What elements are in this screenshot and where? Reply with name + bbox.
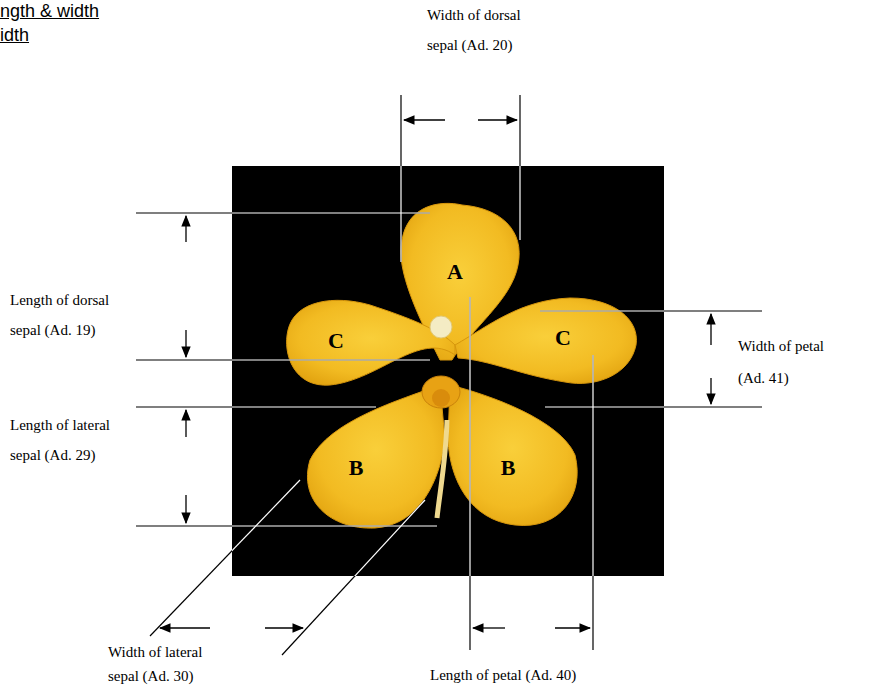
leader-lines: [136, 95, 762, 655]
heading-fragment: ngth & width: [0, 0, 99, 22]
part-letter: C: [328, 330, 344, 352]
dimension-label: Width of lateral sepal (Ad. 30): [108, 640, 233, 688]
dimension-arrows: [160, 120, 711, 628]
photo-ground: [232, 166, 664, 576]
leader-lines: [232, 166, 664, 576]
dimension-label: Length of dorsal sepal (Ad. 19): [10, 285, 130, 345]
part-letter: B: [349, 457, 364, 479]
dimension-label: Width of dorsal sepal (Ad. 20): [427, 0, 552, 60]
dimension-label: Length of lateral sepal (Ad. 29): [10, 410, 130, 470]
orchid-flower: [287, 203, 637, 528]
part-letter: C: [555, 327, 571, 349]
dimension-label: Length of petal (Ad. 40): [430, 663, 576, 687]
part-letter: A: [447, 261, 463, 283]
heading-fragment: idth: [0, 24, 29, 46]
part-letter: B: [501, 457, 516, 479]
dimension-label: Width of petal (Ad. 41): [738, 330, 843, 394]
